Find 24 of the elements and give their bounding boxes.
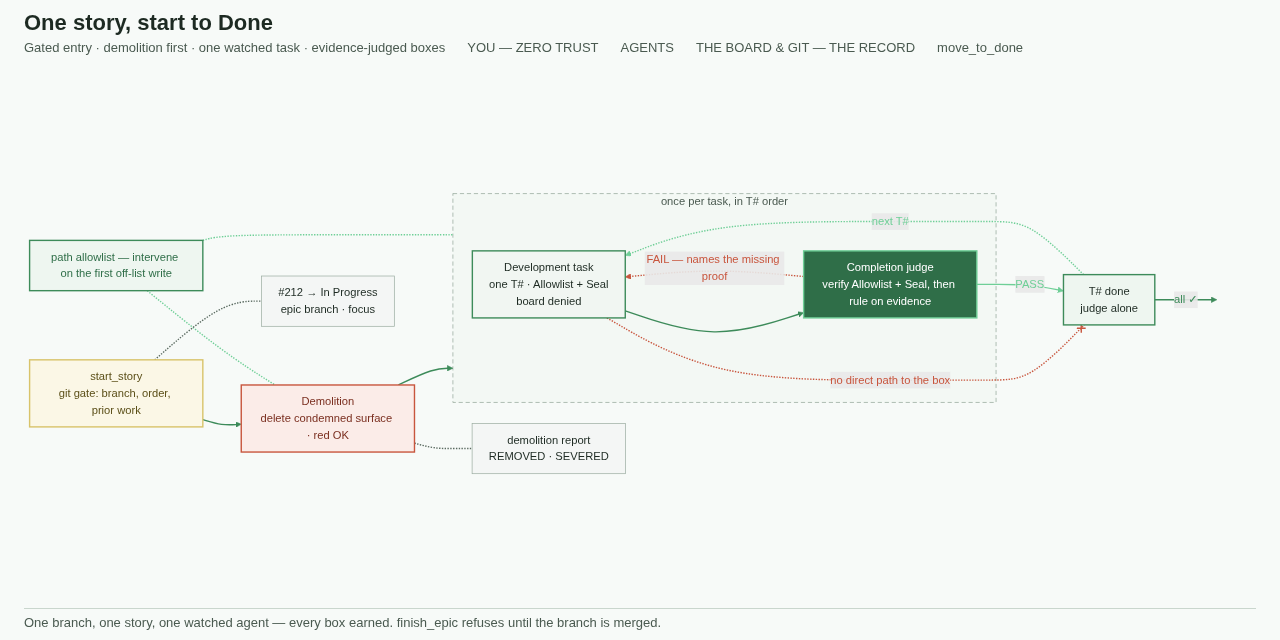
node-box: path allowlist — intervene on the first off-list write [28, 239, 204, 292]
edge-label: next T# [871, 215, 909, 227]
connector [202, 233, 454, 241]
node-box: T# done judge alone [1062, 273, 1156, 326]
edge-label: no direct path to the box [830, 373, 951, 386]
caption: One branch, one story, one watched agent — every box earned. finish_epic refuses until the branch is merged. [24, 608, 1256, 630]
edge-label: PASS [1015, 277, 1045, 290]
edge-label: FAIL — names the missing proof [646, 253, 780, 283]
node-box: start_story git gate: branch, order, prior work [28, 359, 204, 428]
node-box: Demolition delete condemned surface · red OK [240, 384, 416, 453]
section-label: THE BOARD & GIT — THE RECORD [695, 40, 916, 55]
section-label: AGENTS [620, 40, 674, 55]
edge-label: all ✓ [1174, 293, 1198, 306]
section-label: YOU — ZERO TRUST [467, 40, 599, 55]
diagram-title: One story, start to Done [24, 10, 273, 36]
node-box: Completion judge verify Allowlist + Seal, then rule on evidence [802, 250, 978, 319]
section-label: move_to_done [937, 40, 1024, 55]
node-box: #212 → In Progress epic branch · focus [261, 275, 395, 327]
connector [154, 300, 263, 361]
node-box: demolition report REMOVED · SEVERED [471, 422, 626, 474]
arrow [202, 418, 242, 428]
node-box: Development task one T# · Allowlist + Seal board denied [471, 250, 626, 319]
arrow [625, 220, 1085, 276]
section-label: Gated entry · demolition first · one watched task · evidence-judged boxes [24, 40, 446, 55]
